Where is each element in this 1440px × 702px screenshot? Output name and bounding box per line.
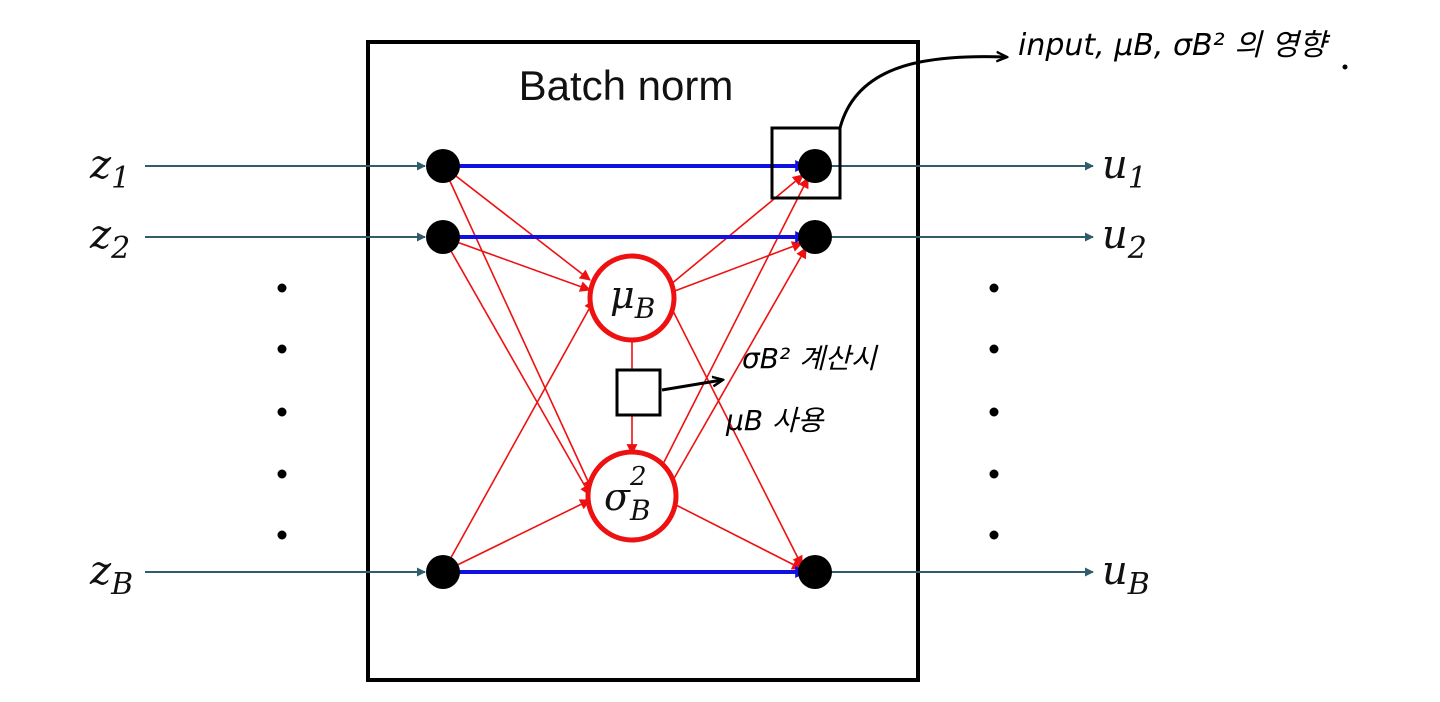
edge-z2-sigma [442,236,591,496]
batch-norm-title: Batch norm [519,62,734,109]
annotation-arrow-top [838,57,1006,129]
annotation-mid-line2: μB 사용 [725,404,825,437]
output-label-2: u2 [1102,212,1147,266]
output-node-b [798,555,832,589]
output-label-1: u1 [1102,142,1147,196]
output-node-1 [798,149,832,183]
highlight-box-u1 [770,126,842,200]
edge-mu-ub [669,304,803,567]
input-ellipsis [277,283,287,540]
input-node-1 [426,149,460,183]
variance-node-label: σB [604,475,651,527]
input-label-b: zB [89,548,133,602]
output-label-b: uB [1102,548,1150,602]
edge-z1-sigma [442,165,593,491]
edge-mu-u2 [671,241,804,293]
annotation-arrow-mid [661,380,722,392]
input-node-2 [426,220,460,254]
batch-norm-frame [366,40,920,682]
input-node-b [426,555,460,589]
mean-node [587,253,677,343]
highlight-box-mu-sigma [615,368,662,417]
edge-sigma-u2 [671,247,807,483]
variance-node-sup: 2 [629,462,647,492]
variance-node [585,449,679,543]
edge-z2-mu [442,236,592,292]
mean-node-label: μB [610,273,655,325]
edge-zb-sigma [442,499,591,573]
edge-sigma-u1 [659,177,809,471]
edge-sigma-ub [675,504,803,570]
annotation-mid-line1: σB² 계산시 [742,342,879,375]
edge-mu-u1 [669,174,804,286]
edge-zb-mu [442,299,595,573]
output-node-2 [798,220,832,254]
annotation-top-text: input, μB, σB² 의 영향 [1018,28,1331,63]
stray-dot [1342,64,1348,70]
input-label-2: z2 [89,212,130,266]
edge-z1-mu [442,165,591,281]
input-label-1: z1 [89,142,130,196]
output-ellipsis [989,283,999,540]
